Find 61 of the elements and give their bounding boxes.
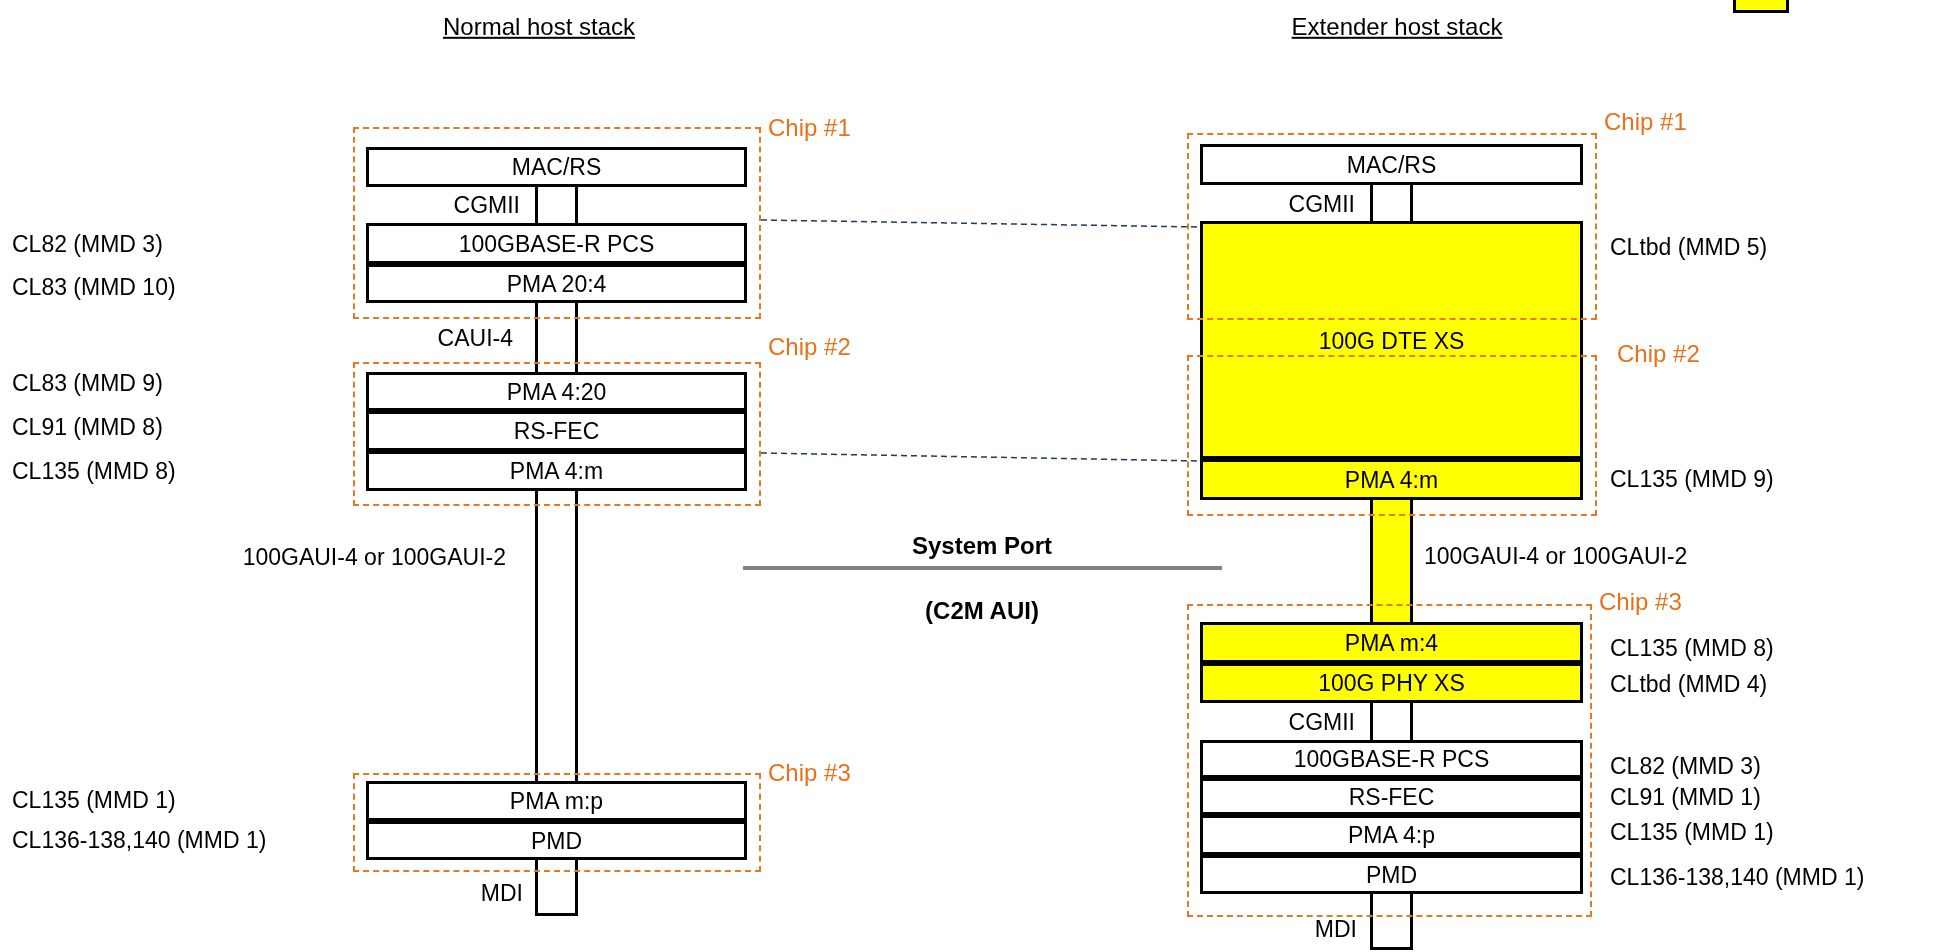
clause-label: CL135 (MMD 8) xyxy=(12,459,176,483)
layer-name: PMD xyxy=(1364,863,1419,886)
edge-label: 100GAUI-4 or 100GAUI-2 xyxy=(242,545,506,569)
chip-label: Chip #1 xyxy=(1604,108,1687,136)
edge-label: CGMII xyxy=(453,193,520,217)
link-tube xyxy=(535,857,578,916)
clause-label: CL135 (MMD 1) xyxy=(1610,820,1774,844)
stack-heading: Normal host stack xyxy=(442,13,636,41)
edge-label: MDI xyxy=(480,881,523,905)
link-tube xyxy=(1370,891,1413,950)
link-tube xyxy=(535,488,578,784)
chip-label: Chip #2 xyxy=(1617,340,1700,368)
link-tube xyxy=(535,184,578,226)
clause-label: CL135 (MMD 9) xyxy=(1610,467,1774,491)
layer-name: 100GBASE-R PCS xyxy=(1292,747,1491,771)
clause-label: CL82 (MMD 3) xyxy=(1610,754,1761,778)
port-label: (C2M AUI) xyxy=(925,599,1039,623)
clause-label: CL136-138,140 (MMD 1) xyxy=(1610,865,1865,889)
chip-label: Chip #1 xyxy=(768,114,851,142)
layer-name: 100G PHY XS xyxy=(1317,671,1466,695)
chip-label: Chip #2 xyxy=(768,333,851,361)
layer-name: PMD xyxy=(529,829,584,852)
layer-name: MAC/RS xyxy=(510,155,603,179)
layer-name: PMA m:4 xyxy=(1343,631,1440,654)
clause-label: CLtbd (MMD 4) xyxy=(1610,672,1768,696)
stack-heading: Extender host stack xyxy=(1291,13,1503,41)
layer-name: PMA 4:m xyxy=(508,459,605,483)
layer-name: PMA 20:4 xyxy=(505,272,608,295)
layer-box xyxy=(366,451,747,491)
chip-label: Chip #3 xyxy=(1599,588,1682,616)
edge-label: CGMII xyxy=(1288,192,1355,216)
layer-name: PMA m:p xyxy=(508,789,605,813)
edge-label: CGMII xyxy=(1288,710,1355,734)
clause-label: CL83 (MMD 10) xyxy=(12,275,176,299)
clause-label: CLtbd (MMD 5) xyxy=(1610,235,1768,259)
layer-name: PMA 4:p xyxy=(1347,823,1436,847)
clause-label: CL136-138,140 (MMD 1) xyxy=(12,828,267,852)
layer-name: RS-FEC xyxy=(1347,785,1436,808)
layer-name: PMA 4:m xyxy=(1343,468,1440,491)
port-label: System Port xyxy=(911,534,1053,558)
layer-name: 100G DTE XS xyxy=(1317,329,1466,353)
link-tube xyxy=(1370,497,1413,625)
layer-name: RS-FEC xyxy=(512,419,601,443)
edge-label: 100GAUI-4 or 100GAUI-2 xyxy=(1424,544,1688,568)
layer-name: PMA 4:20 xyxy=(505,380,608,403)
clause-label: CL83 (MMD 9) xyxy=(12,371,163,395)
clause-label: CL135 (MMD 8) xyxy=(1610,636,1774,660)
link-tube xyxy=(1370,700,1413,743)
clause-label: CL91 (MMD 8) xyxy=(12,415,163,439)
layer-name: MAC/RS xyxy=(1345,153,1438,176)
layer-box xyxy=(366,411,747,451)
layer-name: 100GBASE-R PCS xyxy=(457,232,656,255)
layer-box xyxy=(366,781,747,821)
clause-label: CL91 (MMD 1) xyxy=(1610,785,1761,809)
chip-label: Chip #3 xyxy=(768,759,851,787)
clause-label: CL82 (MMD 3) xyxy=(12,232,163,256)
link-tube xyxy=(1370,182,1413,224)
clause-label: CL135 (MMD 1) xyxy=(12,788,176,812)
edge-label: MDI xyxy=(1314,917,1357,941)
link-tube xyxy=(535,300,578,375)
edge-label: CAUI-4 xyxy=(437,326,513,350)
